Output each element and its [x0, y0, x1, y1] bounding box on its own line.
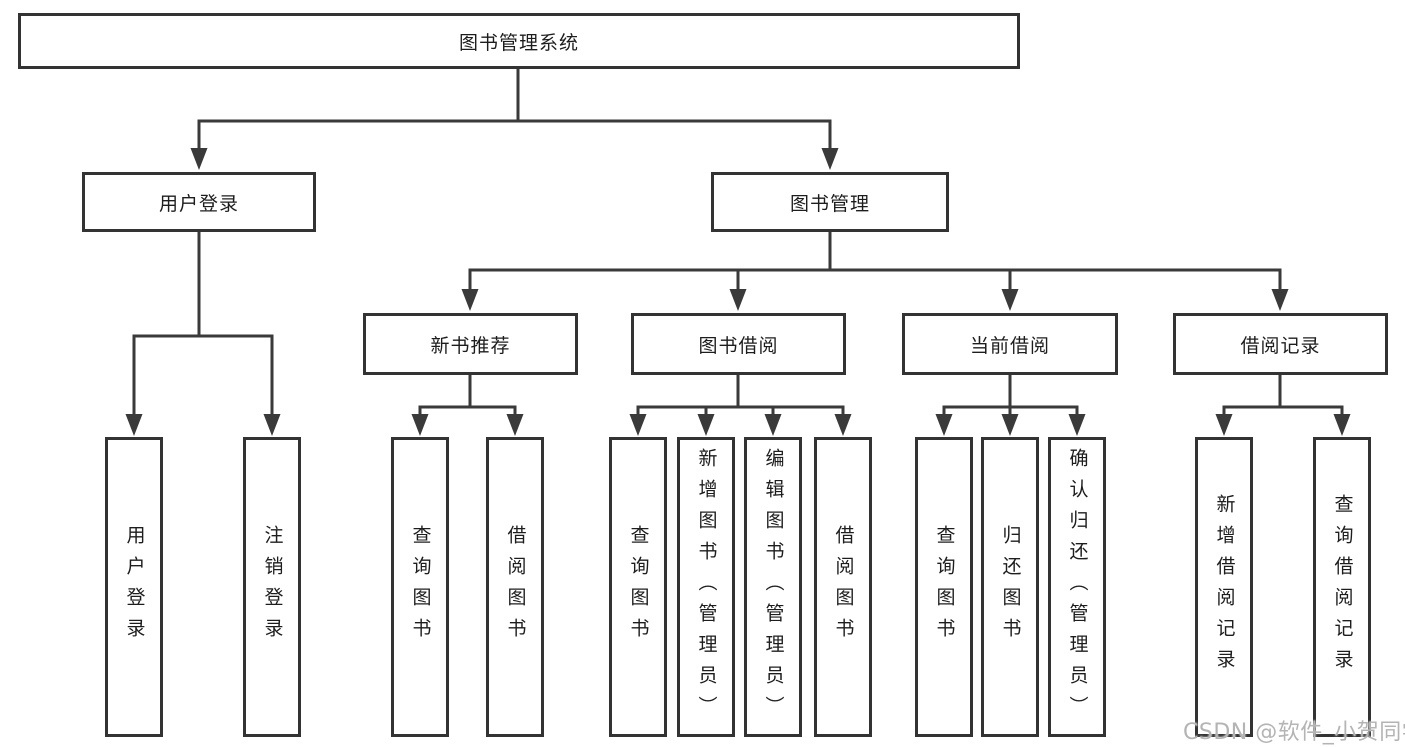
- connector-user-login-to-leaves: [125, 230, 281, 436]
- node-borrowing-records: 借阅记录: [1173, 313, 1388, 375]
- node-label: 借阅图书: [504, 525, 527, 649]
- node-label: 当前借阅: [969, 334, 1050, 357]
- leaf-logout: 注销登录: [243, 437, 301, 737]
- leaf-add-borrow-record: 新增借阅记录: [1195, 437, 1253, 737]
- leaf-user-login: 用户登录: [105, 437, 163, 737]
- node-label: 新增借阅记录: [1213, 494, 1236, 680]
- leaf-query-books-borrowing: 查询图书: [609, 437, 667, 737]
- node-label: 编辑图书（管理员）: [762, 447, 785, 727]
- leaf-confirm-return-admin: 确认归还（管理员）: [1048, 437, 1106, 737]
- leaf-query-books-recommendation: 查询图书: [391, 437, 449, 737]
- node-label: 查询图书: [409, 525, 432, 649]
- node-user-login: 用户登录: [82, 172, 316, 232]
- node-label: 图书管理: [789, 192, 870, 215]
- node-label: 查询图书: [933, 525, 956, 649]
- leaf-edit-books-admin: 编辑图书（管理员）: [744, 437, 802, 737]
- node-label: 图书管理系统: [458, 31, 579, 54]
- connector-book-borrow-to-leaves: [629, 373, 852, 436]
- node-label: 新增图书（管理员）: [695, 447, 718, 727]
- node-library-management-system: 图书管理系统: [18, 13, 1020, 69]
- leaf-query-borrow-record: 查询借阅记录: [1313, 437, 1371, 737]
- node-label: 用户登录: [158, 192, 239, 215]
- node-label: 归还图书: [999, 525, 1022, 649]
- leaf-borrow-books: 借阅图书: [814, 437, 872, 737]
- leaf-add-books-admin: 新增图书（管理员）: [677, 437, 735, 737]
- node-label: 用户登录: [123, 525, 146, 649]
- node-label: 查询借阅记录: [1331, 494, 1354, 680]
- node-book-management: 图书管理: [711, 172, 949, 232]
- leaf-borrow-books-recommendation: 借阅图书: [486, 437, 544, 737]
- node-new-book-recommendation: 新书推荐: [363, 313, 578, 375]
- leaf-query-books-current: 查询图书: [915, 437, 973, 737]
- node-current-borrowing: 当前借阅: [902, 313, 1118, 375]
- node-label: 注销登录: [261, 525, 284, 649]
- leaf-return-books: 归还图书: [981, 437, 1039, 737]
- node-label: 确认归还（管理员）: [1066, 447, 1089, 727]
- node-label: 借阅图书: [832, 525, 855, 649]
- node-label: 新书推荐: [430, 334, 511, 357]
- connector-root-to-level2: [190, 67, 839, 170]
- connector-current-borrow-to-leaves: [935, 373, 1086, 436]
- csdn-watermark: CSDN @软件_小贺同学: [1183, 720, 1405, 745]
- connector-new-book-rec-to-leaves: [411, 373, 524, 436]
- connector-borrow-record-to-leaves: [1215, 373, 1351, 436]
- node-label: 借阅记录: [1240, 334, 1321, 357]
- connector-book-mgmt-to-level3: [461, 230, 1289, 311]
- node-label: 图书借阅: [698, 334, 779, 357]
- node-book-borrowing: 图书借阅: [631, 313, 846, 375]
- node-label: 查询图书: [627, 525, 650, 649]
